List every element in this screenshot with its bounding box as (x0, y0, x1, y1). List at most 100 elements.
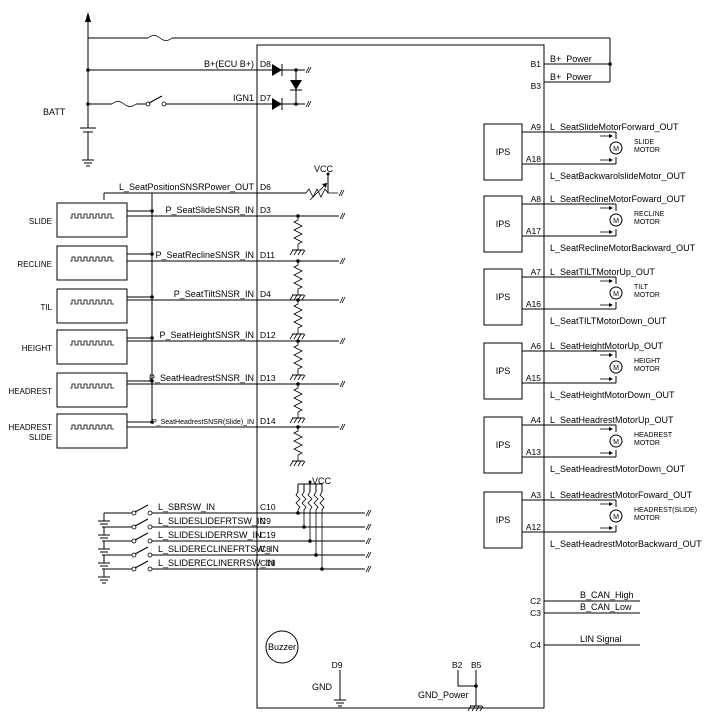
motor-icon (609, 286, 623, 300)
sensor-name: HEADREST (8, 423, 52, 432)
motor-fwd-label: L_SeatTILTMotorUp_OUT (550, 267, 655, 277)
b-plus-pin-b3: B3 (531, 81, 542, 91)
motor-bwd-label: L_SeatHeadrestMotorDown_OUT (550, 464, 686, 474)
sensor-power-pin: D6 (260, 182, 271, 192)
ips-label: IPS (496, 219, 511, 229)
gnd-pin: D9 (332, 660, 343, 670)
motor-icon (609, 141, 623, 155)
sensor-signal-label: P_SeatTiltSNSR_IN (174, 289, 254, 299)
motor-bwd-pin: A18 (526, 154, 541, 164)
ips-label: IPS (496, 440, 511, 450)
motor-name: MOTOR (634, 292, 660, 299)
motor-group: IPS M A9 L_SeatSlideMotorForward_OUT A18L_Se… (483, 122, 702, 549)
motor-fwd-pin: A3 (531, 490, 542, 500)
sensor-name: TIL (40, 303, 52, 312)
gnd-power-pin-b2: B2 (452, 660, 463, 670)
lin-label: LIN Signal (580, 634, 622, 644)
diode-d8 (272, 64, 312, 76)
gnd-label: GND (312, 682, 333, 692)
switch-label: L_SBRSW_IN (158, 502, 215, 512)
motor-bwd-label: L_SeatTILTMotorDown_OUT (550, 316, 667, 326)
sensor-signal-label: P_SeatSlideSNSR_IN (165, 205, 254, 215)
motor-fwd-pin: A7 (531, 267, 542, 277)
sensor-signal-label: P_SeatReclineSNSR_IN (155, 250, 254, 260)
motor-fwd-label: L_SeatHeadrestMotorUp_OUT (550, 415, 674, 425)
can-low-label: B_CAN_Low (580, 602, 632, 612)
motor-block-6: IPS M A3 L_SeatHeadrestMotorFoward_OUT A12L_… (483, 490, 702, 549)
motor-symbol: M (613, 514, 619, 521)
sensor-name: SLIDE (29, 433, 52, 442)
power-pin-d7: D7 (260, 93, 271, 103)
motor-name: RECLINE (634, 211, 665, 218)
battery-feed (80, 12, 612, 167)
sensor-til: TIL P_SeatTiltSNSR_IN D4 (40, 288, 346, 340)
switch-label: L_SLIDESLIDERRSW_IN (158, 530, 262, 540)
sensor-pin: D14 (260, 416, 276, 426)
motor-bwd-pin: A15 (526, 373, 541, 383)
motor-bwd-pin: A12 (526, 522, 541, 532)
sensor-pin: D11 (260, 250, 275, 260)
sensor-name: SLIDE (29, 217, 52, 226)
buzzer-label: Buzzer (268, 642, 296, 652)
motor-icon (609, 360, 623, 374)
sensor-signal-label: P_SeatHeadrestSNSR(Slide)_IN (152, 419, 254, 426)
motor-bwd-label: L_SeatHeadrestMotorBackward_OUT (550, 539, 702, 549)
power-pin-d8: D8 (260, 59, 271, 69)
motor-fwd-label: L_SeatSlideMotorForward_OUT (550, 122, 679, 132)
motor-symbol: M (613, 146, 619, 153)
ips-label: IPS (496, 292, 511, 302)
motor-icon (609, 509, 623, 523)
motor-bwd-pin: A13 (526, 447, 541, 457)
switch-label: L_SLIDERECLINERRSW_IN (158, 558, 275, 568)
ips-label: IPS (496, 366, 511, 376)
ips-label: IPS (496, 515, 511, 525)
motor-symbol: M (613, 365, 619, 372)
can-low-pin: C3 (530, 608, 541, 618)
motor-fwd-pin: A8 (531, 194, 542, 204)
b-plus-label-b1: B+_Power (550, 54, 592, 64)
motor-symbol: M (613, 218, 619, 225)
switch-label: L_SLIDESLIDEFRTSW_IN (158, 516, 266, 526)
switch-label: L_SLIDERECLINEFRTSW_IN (158, 544, 279, 554)
sensor-pin: D4 (260, 289, 271, 299)
motor-bwd-label: L_SeatReclineMotorBackward_OUT (550, 243, 696, 253)
motor-name: MOTOR (634, 440, 660, 447)
ecu-box (256, 44, 545, 709)
motor-fwd-label: L_SeatHeadrestMotorFoward_OUT (550, 490, 693, 500)
motor-name: HEADREST (634, 432, 673, 439)
sensor-pin: D12 (260, 330, 276, 340)
motor-fwd-label: L_SeatReclineMotorFoward_OUT (550, 194, 686, 204)
motor-block-2: IPS M A8 L_SeatReclineMotorFoward_OUT A17L_S… (483, 194, 696, 253)
motor-bwd-pin: A17 (526, 226, 541, 236)
motor-name: MOTOR (634, 366, 660, 373)
vcc-label-top: VCC (314, 164, 334, 174)
motor-name: TILT (634, 284, 649, 291)
motor-fwd-pin: A4 (531, 415, 542, 425)
sensor-name: HEADREST (8, 387, 52, 396)
sensor-pin: D13 (260, 373, 276, 383)
motor-icon (609, 213, 623, 227)
lin-pin: C4 (530, 640, 541, 650)
buzzer-icon (265, 630, 299, 664)
switch-pin: C19 (260, 530, 276, 540)
sensor-name: HEIGHT (22, 344, 52, 353)
gnd-power-pin-b5: B5 (471, 660, 482, 670)
motor-name: MOTOR (634, 219, 660, 226)
diode-vertical (290, 68, 302, 106)
motor-fwd-pin: A9 (531, 122, 542, 132)
motor-name: MOTOR (634, 147, 660, 154)
switch-pin: C9 (260, 516, 271, 526)
